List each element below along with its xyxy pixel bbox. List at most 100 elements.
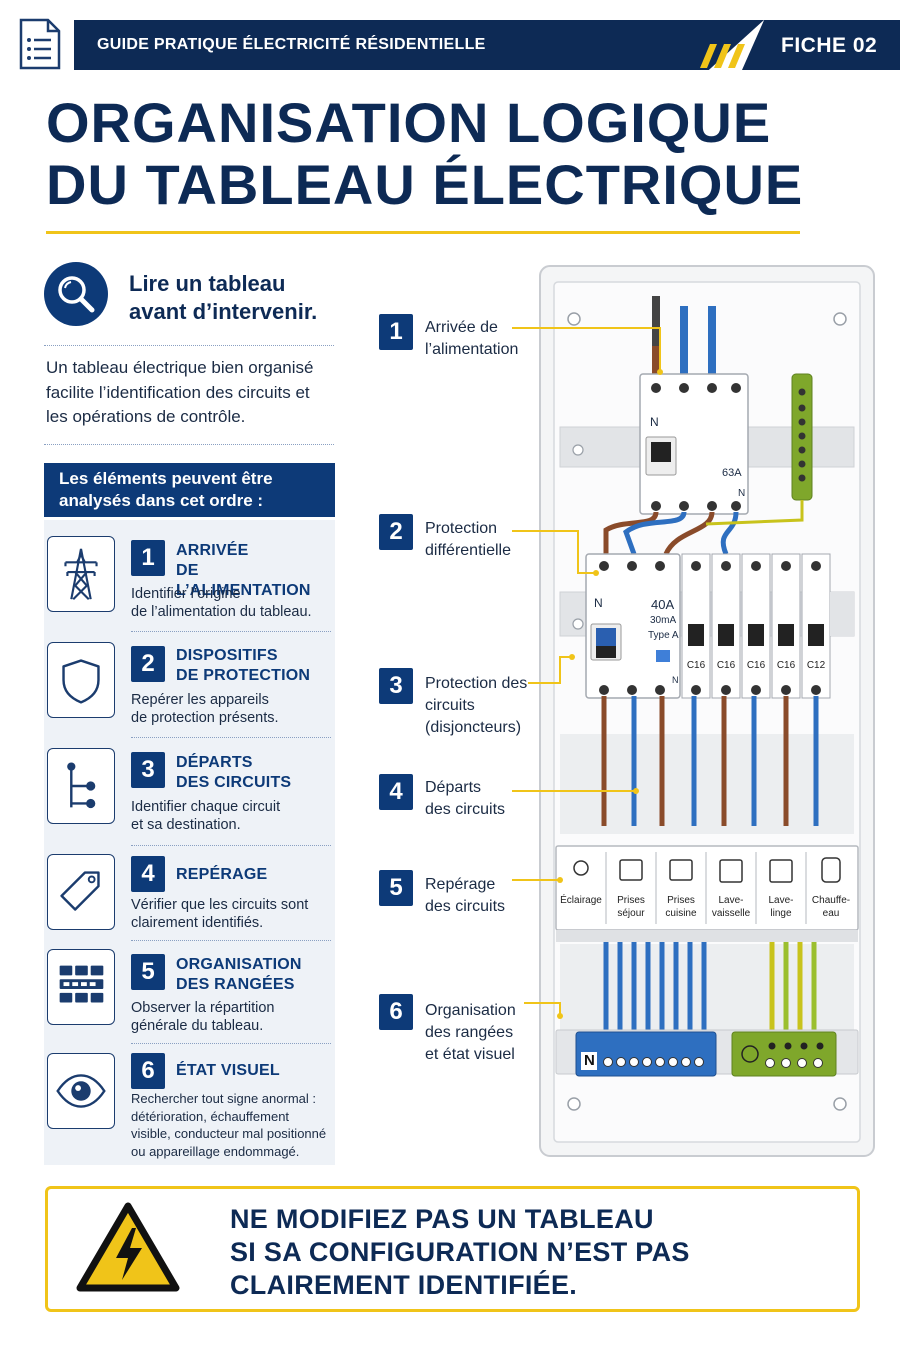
document-icon [19,18,61,70]
step-5-title: ORGANISATION DES RANGÉES [176,955,336,995]
callout-6-text: Organisation des rangées et état visuel [425,1000,540,1066]
step-2-title: DISPOSITIFS DE PROTECTION [176,646,336,686]
header-band-title: GUIDE PRATIQUE ÉLECTRICITÉ RÉSIDENTIELLE [97,36,486,53]
callout-5-line1: Repérage [425,876,496,893]
rcd-sensitivity: 30mA [650,615,677,626]
callout-3-line3: (disjoncteurs) [425,719,522,736]
tag-icon [60,871,100,911]
step-4-description: Vérifier que les circuits sont clairemen… [131,896,336,932]
callout-3-number: 3 [379,668,413,704]
page-title-line2: DU TABLEAU ÉLECTRIQUE [46,153,804,216]
breaker-2-rating: C16 [716,660,736,671]
circuit-label-4-line1: Lave- [718,895,744,906]
callout-3-line1: Protection des [425,675,528,692]
circuit-label-5: Lave- linge [756,894,806,920]
main-breaker-pole-bottom: N [738,488,746,499]
title-rule [46,231,800,234]
step-4-number: 4 [131,856,165,892]
step-1-title: ARRIVÉE DE L’ALIMENTATION [176,541,336,601]
circuit-label-1-line1: Éclairage [560,895,602,906]
step-2-desc-line2: de protection présents. [131,710,279,726]
step-6-description: Rechercher tout signe anormal : détérior… [131,1090,336,1160]
step-1-desc-line1: Identifier l’origine [131,586,241,602]
step-1-icon-box [47,536,115,612]
circuit-label-6-line2: eau [822,908,840,919]
step-1-description: Identifier l’origine de l’alimentation d… [131,585,336,621]
panel-illustration [539,265,875,1157]
warning-line2: SI SA CONFIGURATION N’EST PAS [230,1237,690,1267]
step-4-icon-box [47,854,115,930]
breaker-3-rating: C16 [746,660,766,671]
divider [44,345,334,346]
header-band [74,20,764,70]
intro-heading-line1: Lire un tableau [129,271,286,296]
step-5-number: 5 [131,954,165,990]
intro-text: Un tableau électrique bien organisé faci… [46,358,314,426]
callout-1-text: Arrivée de l’alimentation [425,317,540,361]
step-5-desc-line2: générale du tableau. [131,1018,264,1034]
warning-text: NE MODIFIEZ PAS UN TABLEAU SI SA CONFIGU… [230,1203,830,1302]
callout-5-number: 5 [379,870,413,906]
callout-1-line1: Arrivée de [425,319,498,336]
callout-4-text: Départs des circuits [425,777,540,821]
callout-2-text: Protection différentielle [425,518,540,562]
main-breaker-pole: N [650,415,659,429]
callout-2-number: 2 [379,514,413,550]
step-6-icon-box [47,1053,115,1129]
step-2-description: Repérer les appareils de protection prés… [131,691,336,727]
fiche-label: FICHE 02 [781,34,878,57]
intro-heading: Lire un tableau avant d’intervenir. [129,270,339,326]
circuit-label-4-line2: vaisselle [711,908,751,919]
step-3-icon-box [47,748,115,824]
steps-header: Les éléments peuvent être analysés dans … [44,463,335,517]
callout-3-text: Protection des circuits (disjoncteurs) [425,673,540,739]
circuit-label-1: Éclairage [556,894,606,907]
divider [131,845,331,846]
neutral-bar-label: N [584,1052,595,1069]
callout-4-number: 4 [379,774,413,810]
magnifier-badge [44,262,108,326]
breaker-5-rating: C12 [806,660,826,671]
circuit-label-6-line1: Chauffe- [811,895,851,906]
step-2-number: 2 [131,646,165,682]
step-6-number: 6 [131,1053,165,1089]
step-1-desc-line2: de l’alimentation du tableau. [131,604,312,620]
rows-icon [59,965,104,1003]
fiche-badge [742,20,900,70]
divider [131,940,331,941]
step-6-desc-line2: détérioration, échauffement [131,1108,290,1124]
step-4-title: REPÉRAGE [176,865,336,885]
breaker-4-rating: C16 [776,660,796,671]
pylon-icon [64,548,98,600]
magnifier-icon [58,276,95,313]
step-5-description: Observer la répartition générale du tabl… [131,999,336,1035]
step-5-icon-box [47,949,115,1025]
step-6-title-line1: ÉTAT VISUEL [176,1062,280,1079]
rcd-pole-bottom: N [672,675,679,685]
warning-box [45,1186,860,1312]
step-6-desc-line1: Rechercher tout signe anormal : [131,1091,316,1106]
divider [131,1043,331,1044]
circuit-label-2-line1: Prises [617,895,645,906]
circuit-label-4: Lave- vaisselle [706,894,756,920]
warning-line1: NE MODIFIEZ PAS UN TABLEAU [230,1204,654,1234]
callout-6-number: 6 [379,994,413,1030]
callout-2-line2: différentielle [425,542,511,559]
divider [131,737,331,738]
step-3-desc-line1: Identifier chaque circuit [131,799,281,815]
divider [44,444,334,445]
circuit-label-2: Prises séjour [606,894,656,920]
circuit-label-5-line2: linge [770,908,792,919]
intro-heading-line2: avant d’intervenir. [129,299,318,324]
callout-5-line2: des circuits [425,898,506,915]
divider [131,631,331,632]
callout-6-line1: Organisation [425,1002,516,1019]
step-6-desc-line3: visible, conducteur mal positionné [131,1126,327,1141]
step-4-title-line1: REPÉRAGE [176,866,268,883]
circuit-label-6: Chauffe- eau [806,894,856,920]
high-voltage-warning-icon [76,1202,180,1292]
breaker-1-rating: C16 [686,660,706,671]
step-5-title-line1: ORGANISATION [176,956,302,973]
step-2-icon-box [47,642,115,718]
step-5-desc-line1: Observer la répartition [131,1000,275,1016]
